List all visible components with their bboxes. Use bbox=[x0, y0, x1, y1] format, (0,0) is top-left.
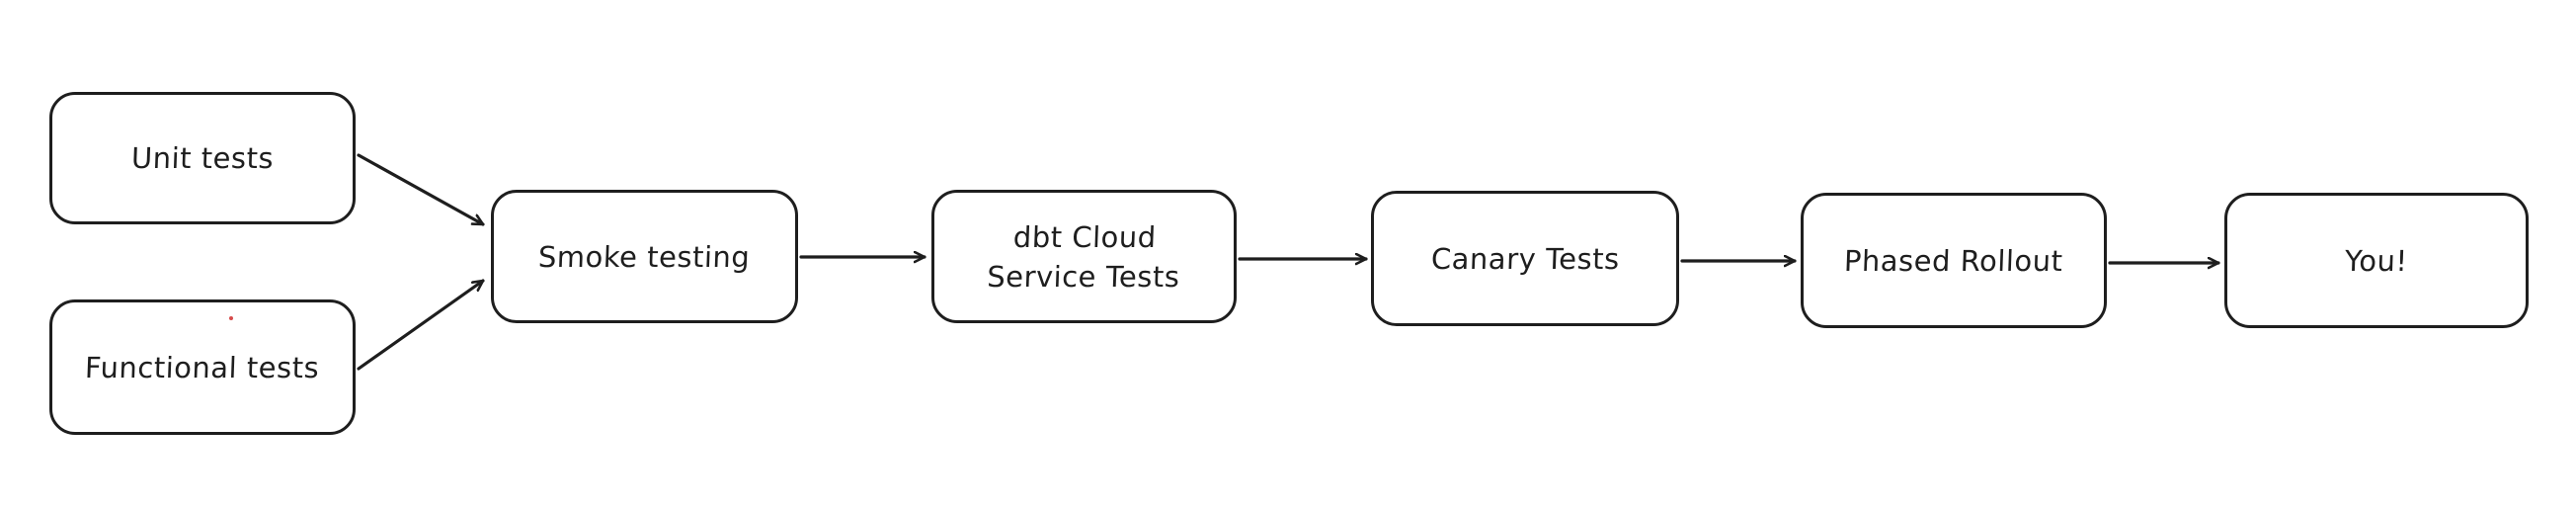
node-functional-tests[interactable]: Functional tests bbox=[49, 299, 356, 435]
node-functional-tests-label: Functional tests bbox=[84, 350, 321, 384]
node-smoke-testing[interactable]: Smoke testing bbox=[491, 190, 798, 323]
node-you-label: You! bbox=[2344, 243, 2409, 278]
node-dbt-cloud-service-tests[interactable]: dbt Cloud Service Tests bbox=[931, 190, 1237, 323]
red-speck bbox=[229, 316, 233, 320]
node-phased-rollout-label: Phased Rollout bbox=[1843, 243, 2064, 278]
node-dbt-cloud-service-tests-label: dbt Cloud Service Tests bbox=[986, 219, 1180, 294]
node-you[interactable]: You! bbox=[2224, 193, 2529, 328]
node-phased-rollout[interactable]: Phased Rollout bbox=[1801, 193, 2107, 328]
node-canary-tests[interactable]: Canary Tests bbox=[1371, 191, 1679, 326]
node-canary-tests-label: Canary Tests bbox=[1430, 241, 1620, 276]
node-unit-tests-label: Unit tests bbox=[130, 141, 275, 175]
arrow-unit-tests-to-smoke-testing bbox=[357, 153, 485, 226]
node-unit-tests[interactable]: Unit tests bbox=[49, 92, 356, 224]
node-smoke-testing-label: Smoke testing bbox=[537, 239, 752, 274]
arrow-functional-tests-to-smoke-testing bbox=[357, 279, 485, 371]
